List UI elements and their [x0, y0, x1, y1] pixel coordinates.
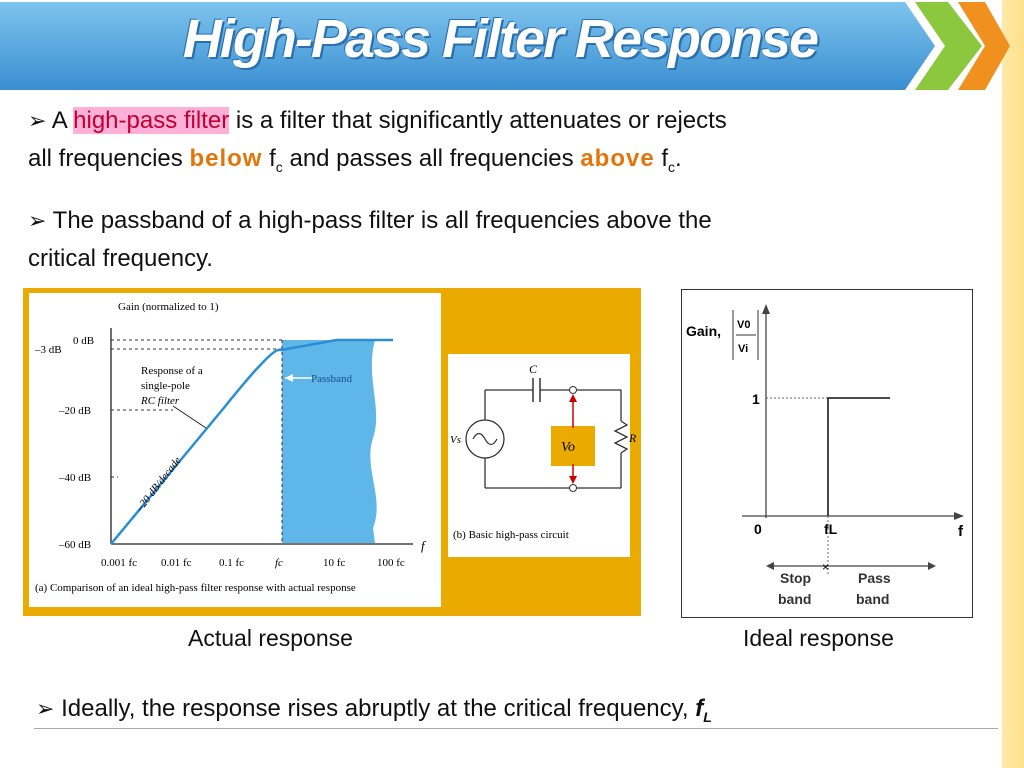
arrow-bullet-icon: ➢ [28, 108, 47, 133]
band-separator: × [822, 560, 829, 574]
figure-b-caption: (b) Basic high-pass circuit [453, 529, 569, 541]
ytick-40db: –40 dB [58, 472, 91, 484]
keyword-above: above [580, 145, 655, 172]
actual-response-figure: Gain (normalized to 1) 0 dB –3 dB –20 dB… [23, 288, 641, 616]
bullet-3: ➢ Ideally, the response rises abruptly a… [36, 690, 976, 736]
ideal-response-caption: Ideal response [743, 625, 894, 651]
response-curve [110, 338, 393, 545]
ideal-f-label: f [958, 523, 964, 540]
ideal-response-line [827, 397, 890, 516]
gain-axis-label: Gain (normalized to 1) [118, 301, 219, 313]
passband-label: Passband [311, 373, 352, 385]
xtick-5: 100 fc [377, 557, 405, 569]
ideal-response-svg: Gain, V0 Vi 1 0 fL f × Stop band Pass ba… [686, 304, 964, 607]
ideal-one-label: 1 [752, 391, 760, 407]
ideal-response-figure: Gain, V0 Vi 1 0 fL f × Stop band Pass ba… [681, 289, 973, 618]
pass-band-line-1: Pass [858, 570, 891, 586]
arrow-bullet-icon: ➢ [36, 696, 55, 721]
cap-label: C [529, 362, 538, 376]
highlight-term: high-pass filter [73, 107, 230, 134]
xtick-1: 0.01 fc [161, 557, 192, 569]
arrow-bullet-icon: ➢ [28, 208, 47, 233]
ideal-fl-label: fL [824, 521, 838, 537]
bullet-3-text: Ideally, the response rises abruptly at … [61, 695, 696, 722]
ideal-vo-label: V0 [737, 319, 750, 331]
annotation-line-3: RC filter [140, 395, 180, 407]
r-label: R [628, 431, 637, 445]
bullet-2-line-1: The passband of a high-pass filter is al… [52, 207, 712, 234]
bullet-1-text-3: and passes all frequencies [282, 145, 581, 172]
bullet-1-text: is a filter that significantly attenuate… [229, 107, 727, 134]
xtick-0: 0.001 fc [101, 557, 137, 569]
figure-a-caption: (a) Comparison of an ideal high-pass fil… [35, 582, 356, 594]
bullet-2: ➢ The passband of a high-pass filter is … [28, 202, 968, 278]
actual-response-caption: Actual response [188, 625, 353, 651]
stop-band-line-1: Stop [780, 570, 811, 586]
fc-subscript-2: c [668, 158, 676, 175]
fl-symbol: f [695, 695, 704, 722]
header-banner: High-Pass Filter Response [0, 0, 1024, 100]
passband-region [282, 340, 377, 543]
bullet-1-end: . [675, 145, 682, 172]
stop-band-line-2: band [778, 591, 811, 607]
fc-symbol-2: f [654, 145, 669, 172]
ideal-gain-label: Gain, [686, 323, 721, 339]
bullet-1: ➢ A high-pass filter is a filter that si… [28, 102, 968, 186]
annotation-leader [172, 405, 207, 429]
ytick-20db: –20 dB [58, 405, 91, 417]
bottom-divider [34, 728, 998, 729]
resistor-icon [613, 420, 629, 454]
ideal-zero-label: 0 [754, 521, 762, 537]
vs-label: Vs [450, 434, 461, 446]
ytick-0db: 0 dB [73, 335, 94, 347]
bullet-2-line-2: critical frequency. [28, 245, 213, 272]
fl-subscript: L [703, 708, 712, 725]
xtick-2: 0.1 fc [219, 557, 244, 569]
passband-arrow-head [285, 374, 293, 382]
ideal-vi-label: Vi [738, 343, 748, 355]
ytick-60db: –60 dB [58, 539, 91, 551]
xtick-3: fc [275, 557, 283, 569]
actual-response-svg: Gain (normalized to 1) 0 dB –3 dB –20 dB… [29, 293, 637, 607]
high-pass-circuit: Vo C Vs R (b) Basic high-pass circuit [450, 362, 637, 541]
fc-symbol: f [262, 145, 276, 172]
annotation-line-2: single-pole [141, 380, 190, 392]
fc-subscript: c [275, 158, 283, 175]
xtick-4: 10 fc [323, 557, 345, 569]
pass-band-line-2: band [856, 591, 889, 607]
vo-label: Vo [561, 440, 575, 455]
bullet-1-lead: A [51, 107, 74, 134]
keyword-below: below [189, 145, 263, 172]
annotation-line-1: Response of a [141, 365, 203, 377]
decorative-sidebar [1002, 0, 1024, 768]
x-axis-label: f [421, 538, 427, 553]
header-arrows-graphic [0, 2, 1010, 90]
ytick-3db: –3 dB [34, 344, 62, 356]
page-title: High-Pass Filter Response [182, 9, 819, 69]
bullet-1-text-2: all frequencies [28, 145, 190, 172]
